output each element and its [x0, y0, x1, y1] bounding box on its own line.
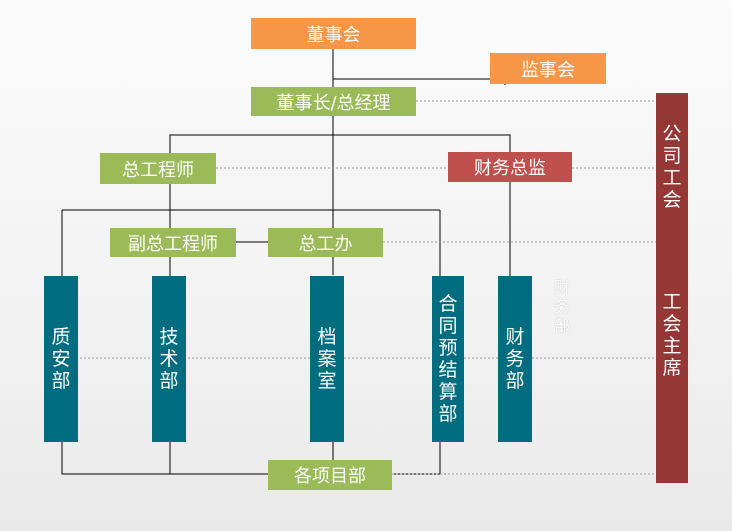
- dept-archives: 档案室: [310, 276, 344, 442]
- dept-technology: 技术部: [152, 276, 186, 442]
- chief-engineer: 总工程师: [100, 153, 216, 184]
- dept-quality-safety: 质安部: [44, 276, 78, 442]
- chairman-general-manager: 董事长/总经理: [251, 87, 416, 116]
- dept-contract-budget-label: 合同预结算部: [438, 293, 458, 425]
- finance-director: 财务总监: [448, 152, 572, 182]
- dept-contract-budget: 合同预结算部: [432, 276, 464, 442]
- dept-finance-label: 财务部: [505, 326, 525, 392]
- dept-technology-label: 技术部: [159, 326, 179, 392]
- connector-bottom-left: [61, 440, 268, 475]
- dept-finance: 财务部: [498, 276, 532, 442]
- project-departments: 各项目部: [268, 460, 392, 490]
- deputy-chief-engineer: 副总工程师: [110, 228, 236, 257]
- chief-engineer-office: 总工办: [268, 228, 383, 257]
- connector-gm-to-level2: [169, 134, 511, 155]
- connector-bottom-right: [392, 442, 441, 475]
- dept-archives-label: 档案室: [317, 326, 337, 392]
- dept-quality-safety-label: 质安部: [51, 326, 71, 392]
- union-chair-label: 工会主席: [662, 291, 682, 379]
- company-union-label: 公司工会: [662, 123, 682, 211]
- union-bar: 公司工会 工会主席: [656, 93, 688, 483]
- supervisory-board: 监事会: [490, 53, 606, 84]
- finance-dept-ghost-label: 财务部: [553, 278, 570, 335]
- connector-to-supervisory: [333, 78, 506, 85]
- board-of-directors: 董事会: [251, 18, 416, 49]
